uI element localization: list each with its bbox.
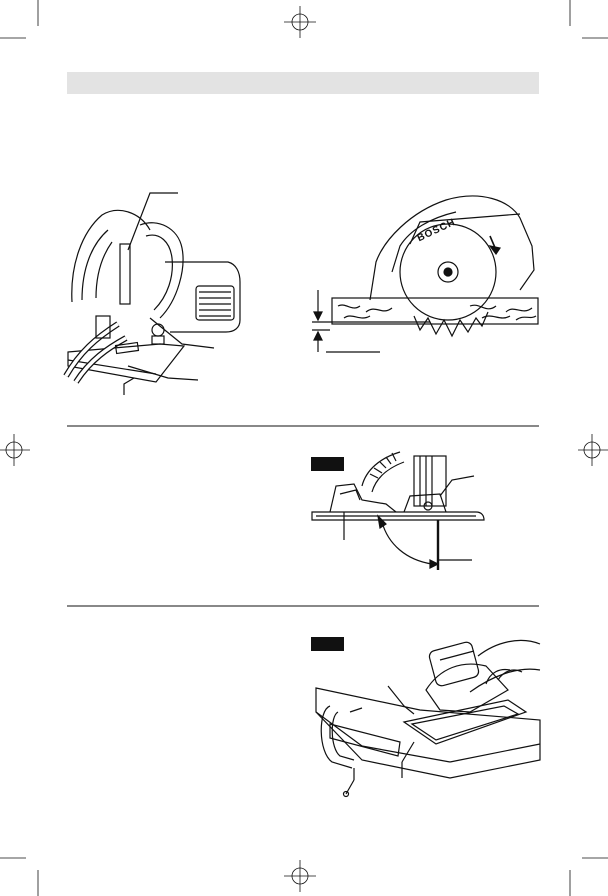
- registration-target-bottom: [284, 860, 316, 892]
- registration-target-right: [578, 434, 608, 466]
- leader-line: [127, 365, 199, 381]
- figure-tag-clamp: [311, 637, 344, 651]
- section-header-bar: [67, 72, 539, 94]
- figure-tag-bevel: [311, 457, 344, 471]
- registration-target-left: [0, 434, 30, 466]
- leader-line: [127, 192, 178, 251]
- leader-line: [149, 317, 215, 349]
- leader-line: [123, 377, 135, 395]
- registration-target-top: [284, 6, 316, 38]
